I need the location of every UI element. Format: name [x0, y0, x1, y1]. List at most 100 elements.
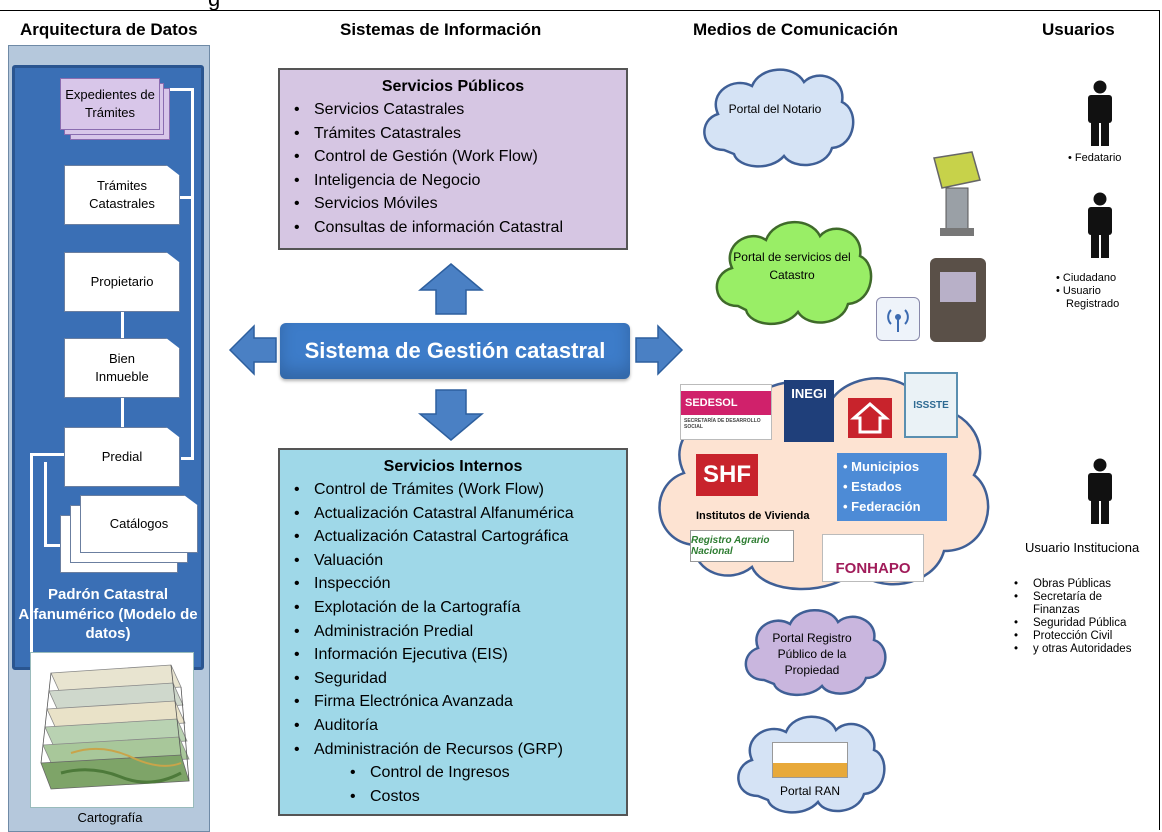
list-item: Valuación	[294, 549, 626, 573]
list-item: Secretaría de Finanzas	[1012, 591, 1103, 617]
wireless-icon	[876, 297, 920, 341]
fedatario-label: • Fedatario	[1068, 152, 1122, 164]
list-item: Seguridad	[294, 667, 626, 691]
list-item: Protección Civil	[1012, 630, 1160, 643]
servicios-internos-box: Servicios Internos Control de Trámites (…	[278, 448, 628, 816]
list-item: Auditoría	[294, 714, 626, 738]
tramites-doc: Trámites Catastrales	[64, 165, 180, 225]
connector-vertical-right	[191, 88, 194, 460]
list-item: Inteligencia de Negocio	[294, 169, 626, 193]
mobile-device-icon	[930, 258, 986, 342]
list-item: Servicios Catastrales	[294, 98, 626, 122]
cartografia-image	[30, 652, 194, 808]
arrow-right-icon	[635, 324, 684, 376]
catalogos-label: Catálogos	[109, 516, 169, 532]
list-item: Seguridad Pública	[1012, 617, 1160, 630]
connector-predial-left	[30, 453, 68, 456]
ran-logo: Registro Agrario Nacional	[690, 530, 794, 562]
list-sub-item: Costos	[314, 785, 626, 809]
portal-registro-label: Portal Registro Público de la Propiedad	[772, 631, 852, 678]
list-item: Explotación de la Cartografía	[294, 596, 626, 620]
ran-portal-thumbnail	[772, 742, 848, 778]
list-item: Firma Electrónica Avanzada	[294, 690, 626, 714]
municipios-item: Municipios	[843, 457, 947, 477]
predial-label: Predial	[101, 449, 143, 465]
issste-logo: ISSSTE	[904, 372, 958, 438]
portal-catastro-label: Portal de servicios del Catastro	[733, 250, 851, 282]
list-item: y otras Autoridades	[1012, 643, 1160, 656]
list-item: Servicios Móviles	[294, 192, 626, 216]
tramites-label: Trámites Catastrales	[89, 178, 155, 211]
sedesol-logo: SEDESOL SECRETARÍA DE DESARROLLO SOCIAL	[680, 384, 772, 440]
header-arquitectura: Arquitectura de Datos	[20, 20, 198, 39]
list-item: Información Ejecutiva (EIS)	[294, 643, 626, 667]
list-item: Actualización Catastral Alfanumérica	[294, 502, 626, 526]
list-item: Inspección	[294, 572, 626, 596]
arrow-left-icon	[228, 324, 277, 376]
connector-catalogos-h	[44, 544, 66, 547]
header-sistemas: Sistemas de Información	[340, 20, 542, 39]
map-layers-icon	[40, 664, 190, 790]
predial-doc: Predial	[64, 427, 180, 487]
inegi-logo: INEGI	[784, 380, 834, 442]
usuario-registrado-label: Usuario Registrado	[1062, 285, 1120, 310]
list-sub-item: Control de Ingresos	[314, 761, 626, 785]
list-item: Trámites Catastrales	[294, 122, 626, 146]
sedesol-subtitle: SECRETARÍA DE DESARROLLO SOCIAL	[684, 418, 761, 430]
fonhapo-logo: FONHAPO	[822, 534, 924, 582]
portal-ran-label: Portal RAN	[779, 784, 841, 798]
servicios-internos-list: Control de Trámites (Work Flow) Actualiz…	[280, 478, 626, 808]
arrow-up-icon	[418, 263, 484, 315]
list-item: Control de Trámites (Work Flow)	[294, 478, 626, 502]
municipios-box: Municipios Estados Federación	[837, 453, 947, 521]
federacion-item: Federación	[843, 497, 947, 517]
header-usuarios: Usuarios	[1042, 20, 1115, 39]
expedientes-label: Expedientes de Trámites	[65, 87, 155, 120]
shf-logo: SHF	[696, 454, 758, 496]
fedatario-person-icon	[1088, 80, 1112, 146]
title-fragment: g	[208, 0, 220, 12]
portal-catastro-cloud	[715, 221, 873, 326]
connector-bien-predial	[121, 397, 124, 427]
ciudadano-labels: • Ciudadano • Usuario Registrado	[1056, 272, 1120, 310]
institutos-label: Institutos de Vivienda	[696, 510, 810, 522]
institucional-person-icon	[1088, 458, 1112, 524]
ciudadano-person-icon	[1088, 192, 1112, 258]
connector-left-vertical	[30, 453, 33, 743]
catalogos-doc: Catálogos	[80, 495, 198, 553]
padron-label: Padrón Catastral Alfanumérico (Modelo de…	[18, 586, 198, 642]
connector-tramites	[178, 196, 192, 199]
list-item: Control de Gestión (Work Flow)	[294, 145, 626, 169]
list-item: Administración de Recursos (GRP)	[294, 738, 626, 762]
list-item: Obras Públicas	[1012, 578, 1160, 591]
sedesol-name: SEDESOL	[681, 391, 771, 415]
estados-item: Estados	[843, 477, 947, 497]
servicios-publicos-list: Servicios Catastrales Trámites Catastral…	[280, 98, 626, 240]
kiosk-icon	[933, 151, 981, 236]
diagram-frame	[0, 10, 1160, 830]
portal-notario-cloud	[703, 68, 855, 168]
servicios-internos-title: Servicios Internos	[383, 458, 523, 475]
propietario-label: Propietario	[90, 274, 154, 290]
servicios-publicos-title: Servicios Públicos	[381, 78, 525, 95]
autoridades-list: Obras Públicas Secretaría de Finanzas Se…	[1012, 578, 1160, 656]
portal-registro-cloud	[744, 609, 887, 696]
connector-propietario-bien	[121, 310, 124, 340]
connector-predial	[181, 457, 192, 460]
arrow-down-icon	[418, 389, 484, 441]
header-medios: Medios de Comunicación	[693, 20, 898, 39]
list-item: Actualización Catastral Cartográfica	[294, 525, 626, 549]
connector-catalogos-v	[44, 462, 47, 547]
expedientes-doc: Expedientes de Trámites	[60, 78, 160, 130]
connector-expedientes	[160, 88, 192, 91]
usuario-institucional-label: Usuario Instituciona	[1025, 540, 1140, 555]
ciudadano-label: Ciudadano	[1062, 272, 1117, 284]
infonavit-logo	[848, 398, 892, 438]
cartografia-label: Cartografía	[77, 810, 143, 825]
sistema-gestion-box: Sistema de Gestión catastral	[280, 323, 630, 379]
bien-inmueble-doc: Bien Inmueble	[64, 338, 180, 398]
portal-notario-label: Portal del Notario	[728, 102, 822, 116]
list-item: Administración Predial	[294, 620, 626, 644]
propietario-doc: Propietario	[64, 252, 180, 312]
list-item: Consultas de información Catastral	[294, 216, 626, 240]
